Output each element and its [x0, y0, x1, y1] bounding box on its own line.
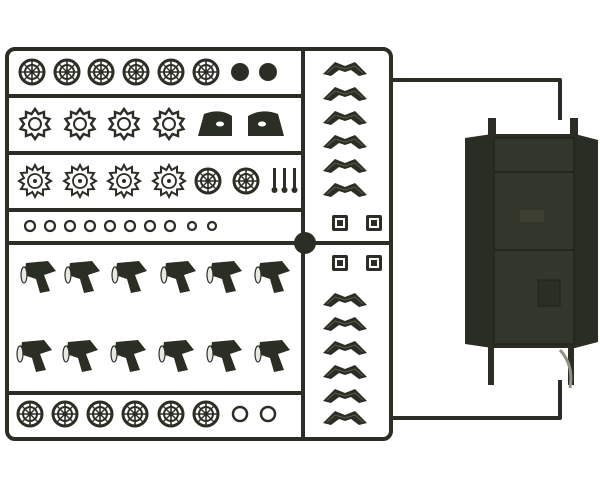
suspension-brackets-row-2 [16, 339, 291, 373]
sprocket-row-1 [19, 107, 284, 141]
road-wheels-row-1 [18, 58, 277, 86]
suspension-brackets-row-1 [20, 260, 291, 294]
sprue-hub [294, 232, 316, 254]
suspension-arms-lower [322, 292, 368, 426]
suspension-arms-upper [322, 61, 368, 198]
road-wheels-row-2 [16, 400, 277, 428]
sprocket-row-2 [18, 164, 298, 198]
hull-part [465, 118, 598, 389]
sprue-frame [5, 47, 562, 441]
small-parts-row [23, 219, 218, 233]
